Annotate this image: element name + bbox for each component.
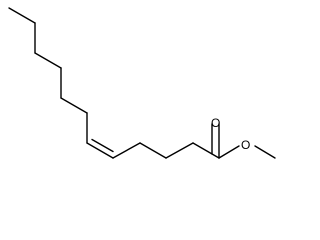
structure-canvas: O O [8, 7, 276, 159]
bond-3 [34, 52, 62, 69]
bond-10 [165, 142, 194, 159]
ester-bond-1 [218, 145, 240, 159]
double-bond-inner [91, 138, 114, 153]
bond-8 [112, 142, 141, 159]
ester-bond-2 [254, 145, 276, 159]
bond-11 [192, 142, 220, 159]
bond-9 [139, 142, 167, 159]
bond-5 [60, 97, 88, 114]
bond-group [8, 7, 276, 159]
ester-oxygen-label: O [241, 138, 250, 152]
bond-1 [8, 7, 36, 24]
double-bond-main [86, 142, 114, 159]
molecule-structure: O O [8, 7, 276, 159]
carbonyl-oxygen-label: O [211, 116, 220, 130]
